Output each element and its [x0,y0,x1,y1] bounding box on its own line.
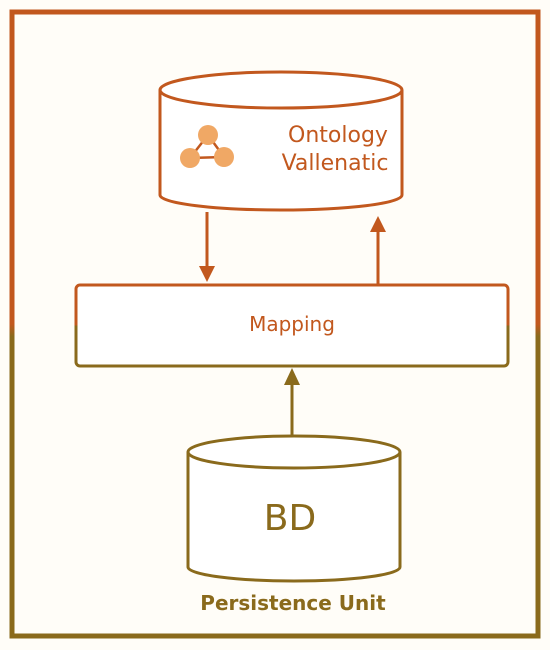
bd-cylinder-body [186,452,402,583]
ontology-cylinder-top [158,70,404,110]
persistence-unit-label: Persistence Unit [200,591,386,615]
mapping-box [74,283,510,368]
bd-cylinder-top [186,434,402,470]
bd-cylinder [186,434,402,583]
bd-label: BD [264,498,316,539]
ontology-cylinder [158,70,404,212]
arrow-ontology-to-mapping [199,212,215,282]
mapping-label: Mapping [249,312,335,336]
ontology-title-line1: Ontology [288,123,388,148]
arrow-mapping-to-ontology [370,216,386,284]
outer-frame [9,9,541,639]
arrow-bd-to-mapping [284,368,300,436]
ontology-cylinder-body [158,90,404,212]
ontology-title-line2: Vallenatic [282,151,389,176]
network-nodes-icon [180,125,234,168]
